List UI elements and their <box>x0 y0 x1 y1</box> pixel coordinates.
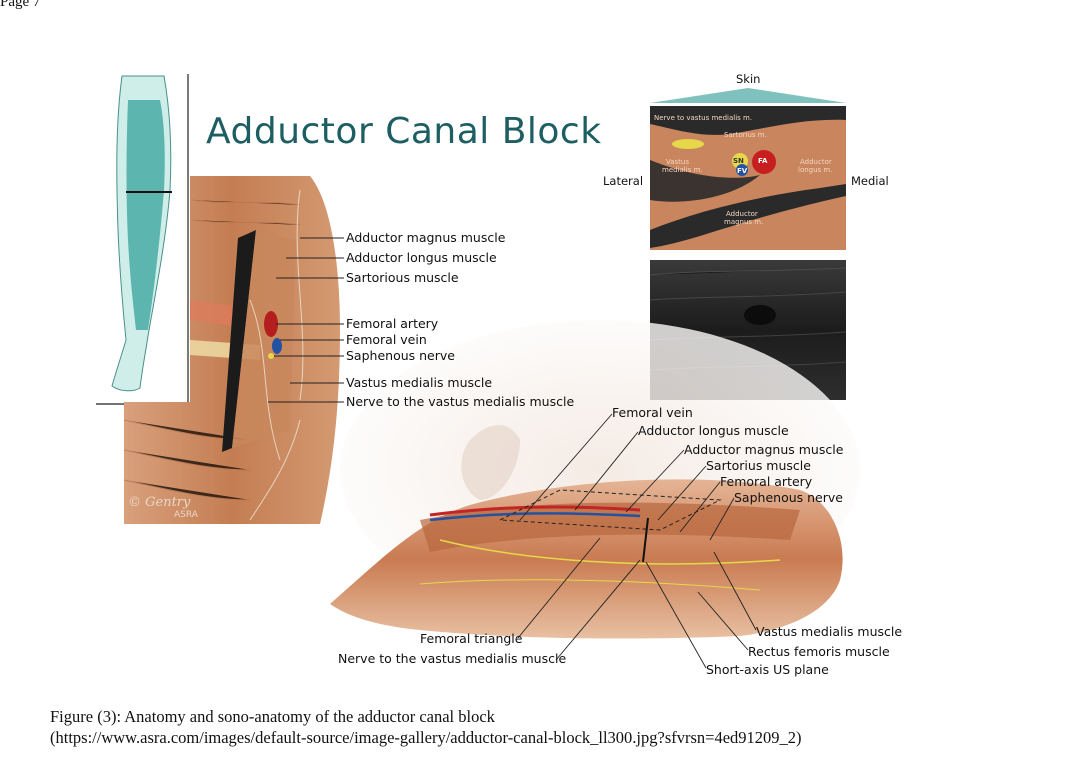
label-medial: Medial <box>851 174 889 188</box>
cs-label-fv: FV <box>737 167 748 175</box>
leg-outline-diagram <box>96 74 189 405</box>
label-adductor-longus: Adductor longus muscle <box>346 250 497 265</box>
cs-label-adductor-longus-1: Adductor <box>800 158 832 166</box>
label-vastus-medialis: Vastus medialis muscle <box>346 375 493 390</box>
thigh-label-femoral-artery: Femoral artery <box>720 474 813 489</box>
thigh-label-nerve-to-vm: Nerve to the vastus medialis muscle <box>338 651 567 666</box>
thigh-label-saphenous-nerve: Saphenous nerve <box>734 490 843 505</box>
label-nerve-to-vastus-medialis: Nerve to the vastus medialis muscle <box>346 394 575 409</box>
thigh-illustration <box>330 320 860 669</box>
thigh-label-vastus-medialis: Vastus medialis muscle <box>756 624 903 639</box>
label-skin: Skin <box>736 72 761 86</box>
figure-title: Adductor Canal Block <box>206 111 602 152</box>
caption-line-1: Figure (3): Anatomy and sono-anatomy of … <box>50 707 495 726</box>
thigh-label-sartorius: Sartorius muscle <box>706 458 811 473</box>
cs-label-adductor-magnus-1: Adductor <box>726 210 758 218</box>
label-femoral-vein: Femoral vein <box>346 332 427 347</box>
cs-label-adductor-magnus-2: magnus m. <box>724 218 764 226</box>
label-adductor-magnus: Adductor magnus muscle <box>346 230 506 245</box>
caption-source-url: (https://www.asra.com/images/default-sou… <box>50 728 802 747</box>
cs-label-fa: FA <box>758 157 768 165</box>
cs-label-sartorius: Sartorius m. <box>724 131 767 139</box>
cs-label-nerve-to-vm: Nerve to vastus medialis m. <box>654 114 753 122</box>
label-saphenous-nerve: Saphenous nerve <box>346 348 455 363</box>
label-sartorious: Sartorious muscle <box>346 270 459 285</box>
asra-credit: ASRA <box>174 510 198 520</box>
adductor-canal-figure: Adductor Canal Block Adductor magnus mus… <box>96 72 903 677</box>
cross-section-diagram <box>650 88 846 250</box>
figure-caption: Figure (3): Anatomy and sono-anatomy of … <box>50 706 802 748</box>
label-femoral-artery: Femoral artery <box>346 316 439 331</box>
illustrator-signature: © Gentry <box>128 495 191 510</box>
thigh-label-femoral-vein: Femoral vein <box>612 405 693 420</box>
thigh-label-femoral-triangle: Femoral triangle <box>420 631 523 646</box>
cs-label-sn: SN <box>733 157 744 165</box>
cs-label-vastus-2: medialis m. <box>662 166 703 174</box>
label-lateral: Lateral <box>603 174 644 188</box>
left-dissection-illustration <box>123 176 344 524</box>
figure-illustration <box>96 74 860 669</box>
cs-label-adductor-longus-2: longus m. <box>798 166 833 174</box>
thigh-label-rectus-femoris: Rectus femoris muscle <box>748 644 890 659</box>
thigh-label-adductor-magnus: Adductor magnus muscle <box>684 442 844 457</box>
cs-label-vastus-1: Vastus <box>666 158 690 166</box>
thigh-label-short-axis-us: Short-axis US plane <box>706 662 829 677</box>
page-number: Page 7 <box>0 0 41 10</box>
thigh-label-adductor-longus: Adductor longus muscle <box>638 423 789 438</box>
